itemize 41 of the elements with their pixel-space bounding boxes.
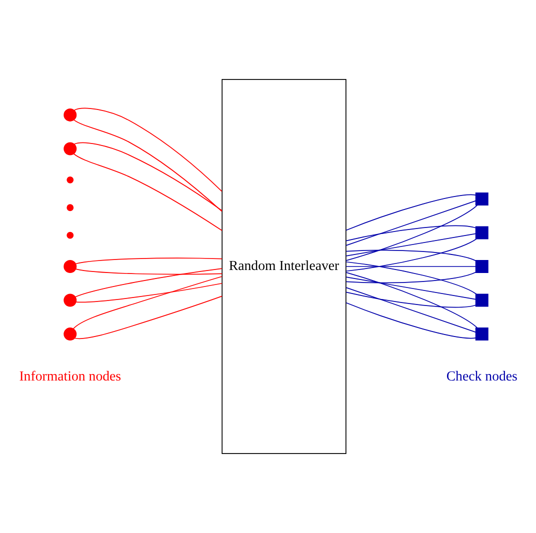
node-circle [66, 176, 74, 184]
node-circle [64, 260, 77, 273]
connector [74, 142, 222, 212]
node-circle [64, 294, 77, 307]
connector [75, 258, 222, 264]
connector [346, 238, 477, 272]
connector [73, 119, 222, 212]
connector [346, 204, 478, 261]
node-box [475, 260, 488, 273]
connector [74, 296, 222, 340]
node-box [475, 226, 488, 240]
connector [346, 225, 476, 242]
connector [346, 200, 476, 246]
connector [346, 287, 476, 333]
connector [346, 292, 476, 308]
connector [73, 153, 222, 231]
node-circle [64, 142, 77, 156]
connector [74, 108, 222, 192]
connector [346, 272, 476, 284]
connector [346, 302, 476, 339]
node-circle [64, 108, 77, 122]
connector [75, 268, 222, 275]
connector [346, 276, 476, 300]
label: Check nodes [446, 368, 518, 384]
connector [76, 282, 222, 303]
connector [346, 250, 476, 262]
node-circle [66, 204, 74, 212]
node-circle [66, 232, 74, 239]
node-circle [64, 328, 77, 341]
node-box [475, 294, 488, 307]
node-box [475, 192, 488, 206]
connector [72, 276, 222, 330]
label: Information nodes [19, 368, 122, 384]
connector [346, 233, 476, 256]
connector [346, 266, 476, 267]
connector [346, 194, 476, 231]
node-box [475, 328, 488, 341]
node-box: Random Interleaver [222, 79, 346, 454]
connector [75, 268, 222, 298]
connector [346, 272, 478, 328]
connector [346, 261, 477, 295]
